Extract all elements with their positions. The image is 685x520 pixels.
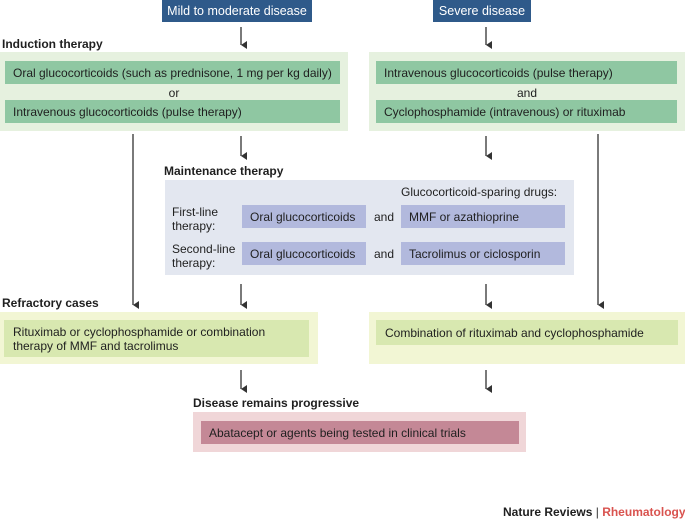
- first-line-and: and: [374, 210, 395, 224]
- refractory-left-panel: Rituximab or cyclophosphamide or combina…: [0, 312, 318, 364]
- refractory-right-panel: Combination of rituximab and cyclophosph…: [369, 312, 685, 364]
- induction-right-option-cyclo: Cyclophosphamide (intravenous) or rituxi…: [376, 100, 677, 123]
- second-line-label-line1: Second-line: [172, 242, 236, 256]
- second-line-label-line2: therapy:: [172, 256, 216, 270]
- second-line-and: and: [374, 247, 395, 261]
- header-severe-disease: Severe disease: [433, 0, 531, 22]
- induction-left-option-iv: Intravenous glucocorticoids (pulse thera…: [5, 100, 340, 123]
- footer-journal: Nature Reviews: [503, 505, 593, 519]
- maintenance-therapy-title: Maintenance therapy: [164, 164, 284, 178]
- second-line-drug-box: Oral glucocorticoids: [242, 242, 366, 265]
- induction-left-or: or: [168, 86, 180, 100]
- refractory-left-line2: therapy of MMF and tacrolimus: [13, 338, 179, 353]
- second-line-sparing-box: Tacrolimus or ciclosporin: [401, 242, 565, 265]
- second-line-label: Second-line therapy:: [172, 242, 235, 270]
- induction-therapy-title: Induction therapy: [2, 37, 103, 51]
- glucocorticoid-sparing-label: Glucocorticoid-sparing drugs:: [401, 185, 558, 199]
- maintenance-panel: Glucocorticoid-sparing drugs: First-line…: [165, 180, 574, 275]
- first-line-drug-box: Oral glucocorticoids: [242, 205, 366, 228]
- footer-section: Rheumatology: [602, 505, 685, 519]
- induction-left-option-oral: Oral glucocorticoids (such as prednisone…: [5, 61, 340, 84]
- progressive-box: Abatacept or agents being tested in clin…: [201, 421, 519, 444]
- refractory-left-line1: Rituximab or cyclophosphamide or combina…: [13, 324, 266, 339]
- induction-left-panel: Oral glucocorticoids (such as prednisone…: [0, 52, 348, 131]
- footer-credit: Nature Reviews | Rheumatology: [503, 505, 685, 519]
- progressive-panel: Abatacept or agents being tested in clin…: [193, 412, 526, 452]
- first-line-sparing-box: MMF or azathioprine: [401, 205, 565, 228]
- induction-right-option-iv: Intravenous glucocorticoids (pulse thera…: [376, 61, 677, 84]
- refractory-right-box: Combination of rituximab and cyclophosph…: [376, 320, 678, 345]
- footer-separator: |: [595, 505, 599, 519]
- refractory-cases-title: Refractory cases: [2, 296, 99, 310]
- progressive-title: Disease remains progressive: [193, 396, 360, 410]
- induction-right-and: and: [516, 86, 538, 100]
- first-line-label-line2: therapy:: [172, 219, 216, 233]
- first-line-label: First-line therapy:: [172, 205, 218, 233]
- first-line-label-line1: First-line: [172, 205, 219, 219]
- induction-right-panel: Intravenous glucocorticoids (pulse thera…: [369, 52, 685, 131]
- header-mild-disease: Mild to moderate disease: [162, 0, 312, 22]
- refractory-left-box: Rituximab or cyclophosphamide or combina…: [4, 320, 309, 357]
